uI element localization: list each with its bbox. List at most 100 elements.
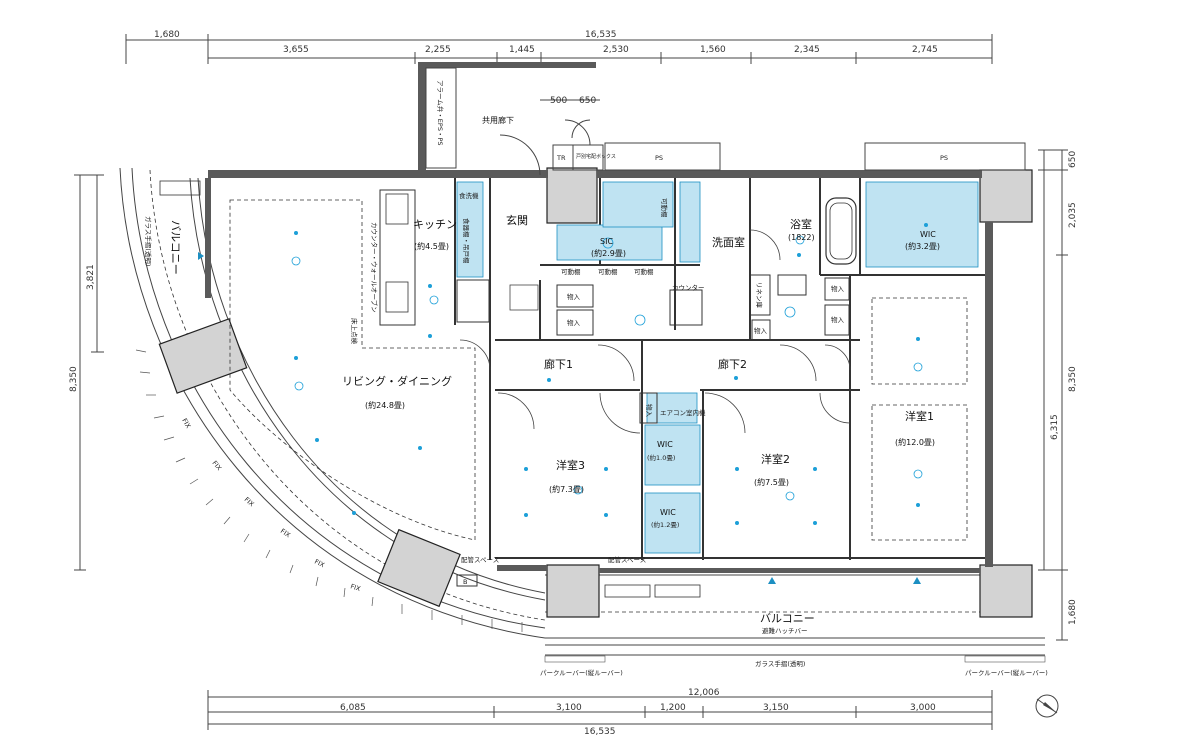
dim-top-total: 16,535 xyxy=(585,30,617,40)
movable-shelf-4: 可動棚 xyxy=(660,198,669,218)
floor-pipe-label: 床上点検 xyxy=(350,318,359,345)
bathtub xyxy=(825,197,857,265)
storage-label-2: 物入 xyxy=(567,318,581,327)
dim-bottom-seg-1: 6,085 xyxy=(340,703,366,713)
pipe-space-1: 配管スペース xyxy=(461,555,499,564)
bottom-balcony xyxy=(544,574,1046,663)
balcony-left-label: バルコニー xyxy=(169,220,182,275)
bathtub-inner xyxy=(829,202,853,260)
dim-bottom-seg-5: 3,000 xyxy=(910,703,936,713)
glass-rail-bottom-label: ガラス手摺(透明) xyxy=(755,659,805,668)
fix-label: FIX xyxy=(243,496,256,509)
sic-label: SIC xyxy=(600,237,613,246)
dishwasher-label: 食洗機 xyxy=(459,191,479,200)
door-swings xyxy=(459,229,851,434)
dim-top-seg-7: 2,745 xyxy=(912,45,938,55)
right-dimension-lines: 650 2,035 8,350 6,315 1,680 xyxy=(1038,149,1078,641)
glass-rail-label: ガラス手摺(透明) xyxy=(144,216,153,266)
entrance-label: 玄関 xyxy=(506,213,528,227)
living-label: リビング・ダイニング xyxy=(342,374,452,388)
dim-top-seg-6: 2,345 xyxy=(794,45,820,55)
letter-b: B xyxy=(463,578,467,586)
pantry-label: 食器棚・吊戸棚 xyxy=(462,218,471,264)
storage-fills xyxy=(456,181,979,554)
room1-ceiling-outline xyxy=(871,297,968,385)
hall2-label: 廊下2 xyxy=(718,357,747,371)
north-arrow-icon xyxy=(1035,694,1059,718)
dim-right-1: 650 xyxy=(1068,151,1078,168)
outer-walls xyxy=(205,62,993,573)
storage-label-4: 物入 xyxy=(831,315,845,324)
dim-right-2: 2,035 xyxy=(1068,202,1078,228)
storage-boxes xyxy=(556,274,850,424)
balcony-markers: B xyxy=(159,180,921,598)
fridge xyxy=(456,279,490,323)
dim-top-seg-2: 2,255 xyxy=(425,45,451,55)
fix-label: FIX xyxy=(279,527,292,540)
louver-right-label: パークルーバー(縦ルーバー) xyxy=(965,668,1048,677)
bath-label: 浴室 xyxy=(790,217,812,231)
storage-label-1: 物入 xyxy=(567,292,581,301)
dim-left-b: 8,350 xyxy=(69,366,79,392)
counter-oven-label: カウンター・ウォールオーブン xyxy=(370,222,379,313)
wic-small-size: (約1.0畳) xyxy=(647,453,675,462)
delivery-box-label: 戸別宅配ボックス xyxy=(576,153,616,160)
room2-size: (約7.5畳) xyxy=(754,477,789,487)
kitchen-counter xyxy=(379,189,416,326)
movable-shelf-1: 可動棚 xyxy=(561,267,581,276)
top-dimension-lines: 1,680 16,535 3,655 2,255 1,445 2,530 1,5… xyxy=(125,30,993,106)
bath-size: (1822) xyxy=(788,233,815,242)
dim-door-2: 650 xyxy=(579,96,596,106)
dim-bottom-seg-4: 3,150 xyxy=(763,703,789,713)
storage-label-3: 物入 xyxy=(831,284,845,293)
wic-main-size: (約3.2畳) xyxy=(905,241,940,251)
louver-left-label: パークルーバー(縦ルーバー) xyxy=(540,668,623,677)
dim-bottom-seg-3: 1,200 xyxy=(660,703,686,713)
movable-shelf-3: 可動棚 xyxy=(634,267,654,276)
wic-small2-size: (約1.2畳) xyxy=(651,520,679,529)
louver-ticks xyxy=(135,349,523,632)
linen-label: リネン庫 xyxy=(755,282,764,309)
dim-top-seg-4: 2,530 xyxy=(603,45,629,55)
wic-small2-label: WIC xyxy=(660,508,676,517)
handrail-bar-label: 避難ハッチバー xyxy=(762,626,808,635)
kitchen-label: キッチン xyxy=(413,218,457,231)
ps-label-1: PS xyxy=(655,154,663,162)
room1-label: 洋室1 xyxy=(905,409,934,423)
room3-size: (約7.3畳) xyxy=(549,484,584,494)
left-dimension-lines: 3,821 8,350 xyxy=(69,174,104,571)
wic-main-label: WIC xyxy=(920,230,936,239)
room2-label: 洋室2 xyxy=(761,452,790,466)
structural-columns xyxy=(158,167,1033,618)
fix-label: FIX xyxy=(210,459,223,472)
entry-step xyxy=(509,284,539,311)
shared-corridor-label: 共用廊下 xyxy=(482,115,514,125)
dim-top-left: 1,680 xyxy=(154,30,180,40)
ps-label-2: PS xyxy=(940,154,948,162)
dim-top-seg-3: 1,445 xyxy=(509,45,535,55)
room-labels: キッチン (約4.5畳) 食洗機 食器棚・吊戸棚 カウンター・ウォールオーブン … xyxy=(144,191,1048,677)
kitchen-cooktop xyxy=(385,193,409,225)
ceiling-lights xyxy=(294,223,928,525)
fix-label: FIX xyxy=(180,417,192,430)
fix-label: FIX xyxy=(349,582,362,593)
washroom-label: 洗面室 xyxy=(712,235,745,249)
kitchen-size: (約4.5畳) xyxy=(414,241,449,251)
alarm-eps-label: アラーム弁・EPS・PS xyxy=(436,80,445,146)
dim-right-5: 1,680 xyxy=(1068,599,1078,625)
counter-label: カウンター xyxy=(672,283,705,292)
living-size: (約24.8畳) xyxy=(365,400,405,410)
dim-bottom-seg-2: 3,100 xyxy=(556,703,582,713)
wic-small-label: WIC xyxy=(657,440,673,449)
sic-size: (約2.9畳) xyxy=(591,248,626,258)
dim-bottom-total: 16,535 xyxy=(584,727,616,737)
dim-right-4: 6,315 xyxy=(1050,414,1060,440)
storage-label-5: 物入 xyxy=(754,326,768,335)
storage-label-6: 物入 xyxy=(645,404,654,418)
dim-right-3: 8,350 xyxy=(1068,366,1078,392)
movable-shelf-2: 可動棚 xyxy=(598,267,618,276)
room1-ceiling-outline-2 xyxy=(871,404,968,541)
room3-label: 洋室3 xyxy=(556,458,585,472)
dim-bottom-mid: 12,006 xyxy=(688,688,720,698)
